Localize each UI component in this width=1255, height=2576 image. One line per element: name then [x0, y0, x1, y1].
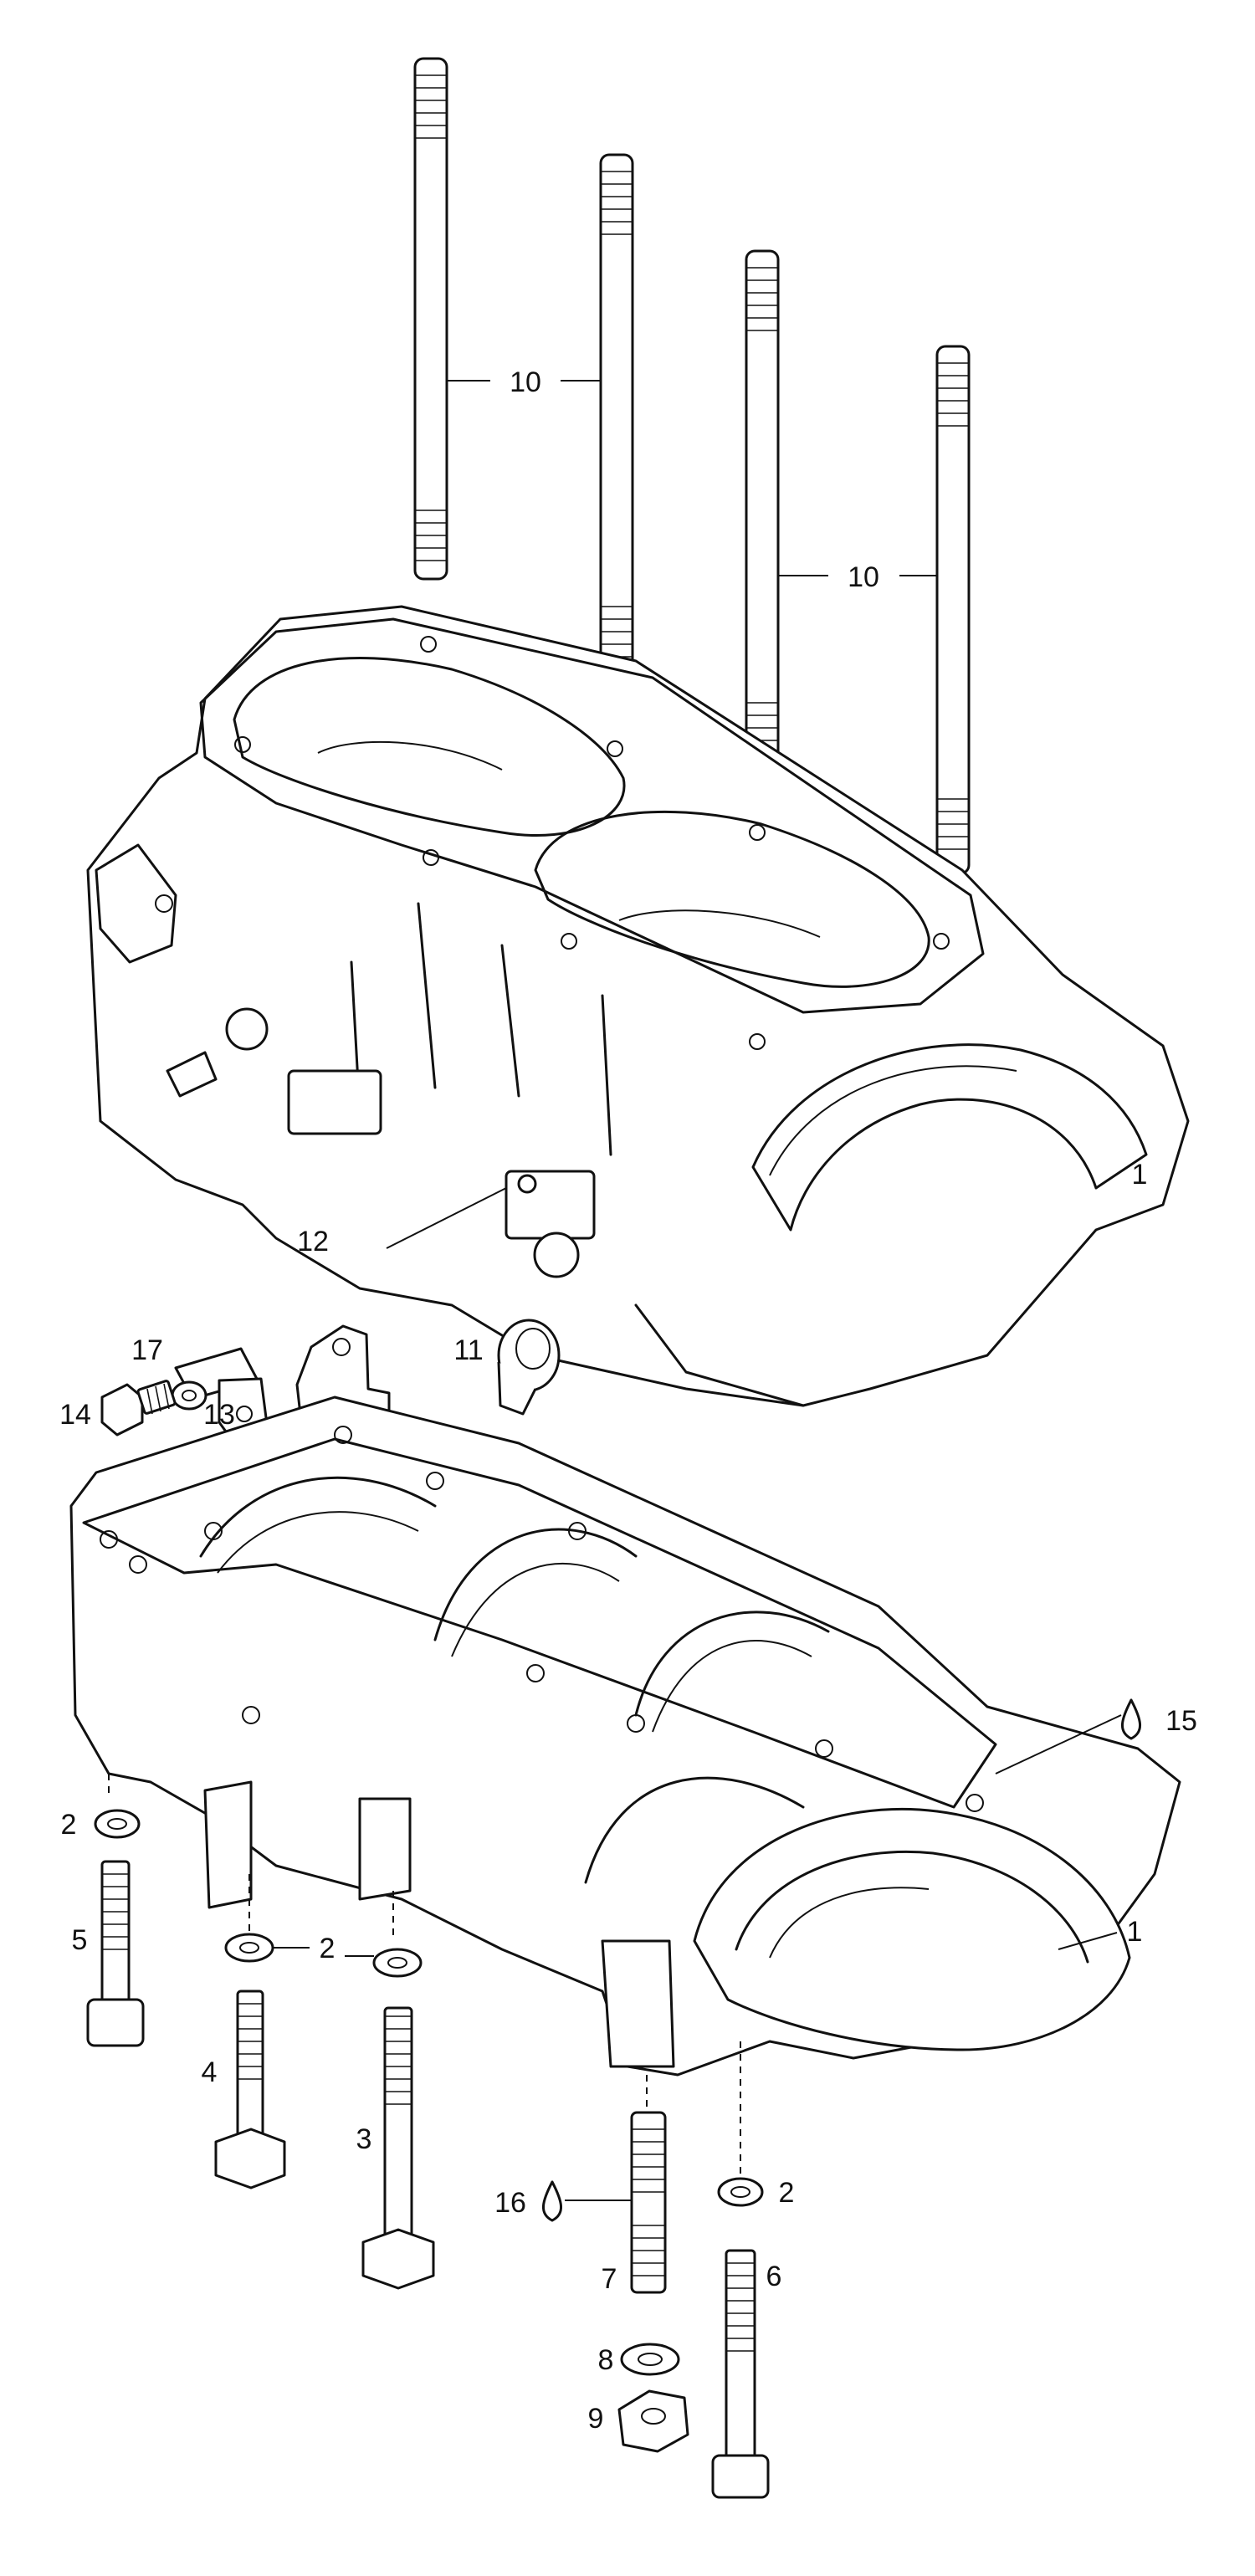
stud-3 [745, 249, 780, 778]
leader-1-lower [1058, 1932, 1118, 1950]
callout-7: 7 [602, 2263, 617, 2295]
part-14-bolt [100, 1380, 177, 1437]
callout-8: 8 [598, 2344, 614, 2376]
callout-1-upper: 1 [1132, 1159, 1148, 1191]
stud-2 [599, 153, 634, 679]
callout-2-left: 2 [61, 1809, 77, 1841]
callout-16: 16 [494, 2187, 526, 2219]
leader-12 [386, 1187, 507, 1249]
bolt-3 [361, 2006, 435, 2290]
washer-2-right [717, 2177, 764, 2207]
stud-group-10 [413, 57, 971, 875]
bolt-5 [86, 1860, 145, 2047]
callout-15: 15 [1165, 1705, 1197, 1737]
callout-6: 6 [766, 2261, 782, 2292]
washer-8 [620, 2343, 680, 2376]
callout-13: 13 [203, 1399, 235, 1431]
callout-14: 14 [59, 1399, 91, 1431]
part-11-grommet [497, 1319, 561, 1416]
callout-10-right: 10 [848, 561, 879, 593]
stud-1 [413, 57, 448, 581]
callout-12: 12 [297, 1226, 329, 1257]
callout-3: 3 [356, 2123, 372, 2155]
leader-15 [995, 1714, 1122, 1775]
callout-2-mid: 2 [320, 1933, 336, 1964]
washer-2-left [94, 1809, 141, 1839]
callout-2-right: 2 [779, 2177, 795, 2209]
leader-2-mid [273, 1947, 374, 1957]
washer-2-mid-b [372, 1948, 423, 1978]
washer-2-mid-a [224, 1933, 274, 1963]
drop-icon [1121, 1698, 1141, 1740]
bolt-4 [214, 1990, 286, 2189]
callout-10-left: 10 [510, 366, 541, 398]
callout-5: 5 [72, 1924, 88, 1956]
stud-4 [935, 345, 971, 875]
nut-9 [617, 2389, 689, 2453]
upper-crankcase-half [86, 605, 1190, 1407]
stud-7 [630, 2111, 667, 2294]
callout-17: 17 [131, 1334, 163, 1366]
callout-1-lower: 1 [1127, 1916, 1143, 1948]
callout-9: 9 [588, 2403, 604, 2435]
callout-4: 4 [202, 2056, 218, 2088]
lower-crankcase-half [69, 1396, 1181, 2175]
drop-icon [542, 2180, 562, 2222]
bolt-6 [711, 2249, 770, 2499]
part-13-washer [171, 1380, 207, 1411]
callout-11: 11 [453, 1334, 483, 1366]
